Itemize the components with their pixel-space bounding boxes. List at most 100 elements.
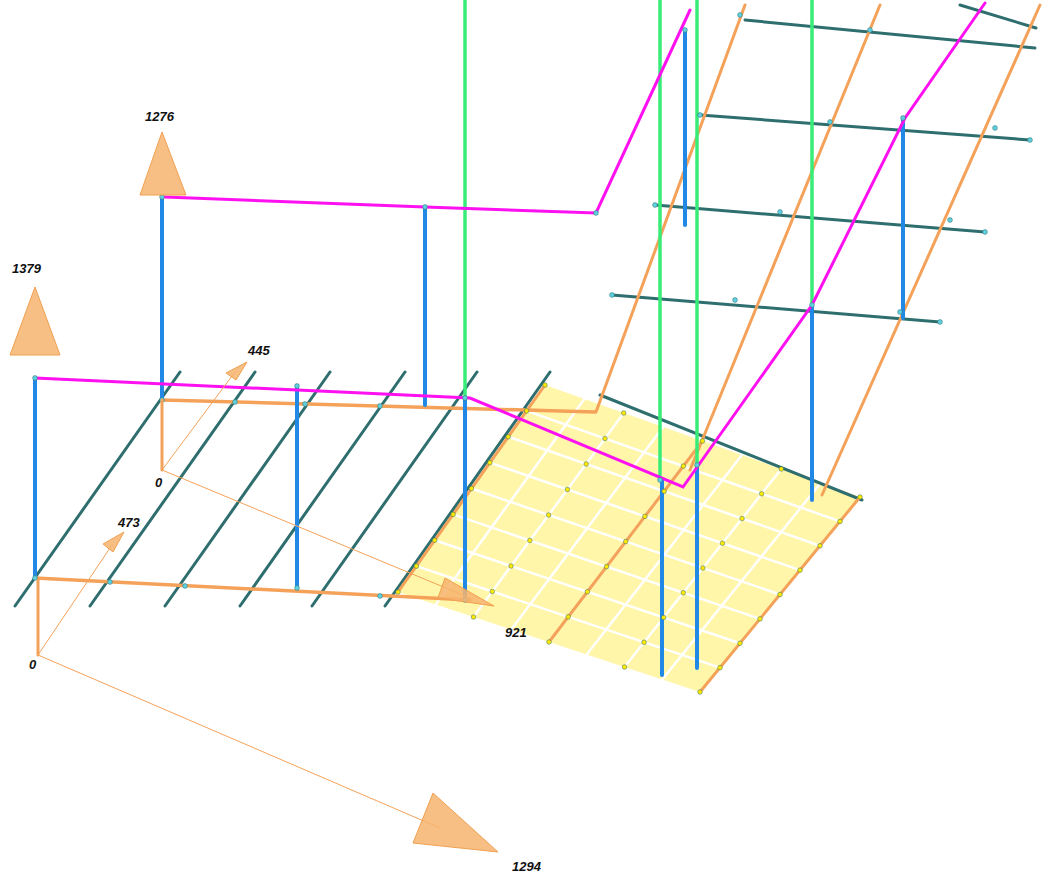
post [33,378,37,578]
longitudinal-beam [596,5,745,412]
joint-dot [108,580,113,585]
transverse-beam [655,205,985,232]
longitudinal-beam [700,497,860,692]
joint-dot [594,211,599,216]
value-label: 1276 [145,110,174,123]
plate-grid [625,469,782,667]
transverse-beam [745,20,1035,48]
joint-dot [622,665,627,670]
joint-dot [1028,138,1033,143]
joint-dot [898,310,903,315]
column [810,0,814,305]
joint-dot [488,460,493,465]
transverse-beam [15,372,180,606]
joint-dot [779,467,784,472]
joint-dot [547,640,552,645]
value-label: 0 [29,658,36,671]
plate-grid [435,540,740,643]
column [695,0,699,465]
slab-plate [398,385,860,692]
joint-dot [432,538,437,543]
joint-dot [396,590,401,595]
joint-dot [528,538,533,543]
post [295,386,299,588]
joint-dot [810,303,815,308]
plate-grid [490,463,800,571]
longitudinal-beam [690,5,880,470]
roof-edge [165,10,690,213]
column [463,0,467,398]
joint-dot [818,543,823,548]
axis-line [162,470,470,598]
joint-dot [758,617,763,622]
joint-dot [233,400,238,405]
post [423,207,427,405]
axis-line [38,545,112,655]
joint-dot [509,564,514,569]
joint-dot [183,584,188,589]
post [810,305,814,500]
joint-dot [423,205,428,210]
post [463,398,467,600]
joint-dot [565,487,570,492]
joint-dot [642,640,647,645]
axis-arrowhead [413,793,498,852]
joint-dot [543,383,548,388]
joint-dot [740,516,745,521]
joint-dot [938,320,943,325]
joint-dot [695,463,700,468]
plate-grid [474,413,624,617]
roof-edge [35,3,985,487]
axis-line [37,580,40,655]
joint-dot [451,512,456,517]
joint-dot [858,495,863,500]
joint-dot [623,539,628,544]
joint-dot [683,28,688,33]
joint-dot [738,641,743,646]
load-arrow [10,287,60,355]
value-label: 1379 [12,262,41,275]
joint-dot [738,13,743,18]
joint-dot [983,230,988,235]
joint-dot [546,513,551,518]
joint-dot [604,564,609,569]
axis-line [161,400,164,470]
joint-dot [610,293,615,298]
axis-arrowhead [103,532,124,552]
value-label: 921 [505,626,527,639]
joint-dot [295,586,300,591]
joint-dot [658,478,663,483]
joint-dot [901,116,906,121]
post [901,118,905,318]
joint-dot [868,28,873,33]
plate-grid [549,441,703,642]
joint-dot [948,218,953,223]
post [695,465,699,668]
joint-dot [584,462,589,467]
plate-grid [587,455,742,655]
joint-dot [701,566,706,571]
joint-dot [378,594,383,599]
joint-dot [585,589,590,594]
joint-dot [469,486,474,491]
joint-dot [759,491,764,496]
post [660,480,664,675]
joint-dot [681,464,686,469]
joint-dot [681,590,686,595]
joint-dot [778,592,783,597]
value-label: 1294 [512,860,541,873]
longitudinal-beam [549,441,703,642]
joint-dot [490,589,495,594]
load-arrow [140,132,186,195]
joint-dot [378,404,383,409]
value-label: 445 [248,344,270,357]
joint-dot [698,690,703,695]
joint-dot [463,396,468,401]
joint-dot [506,434,511,439]
transverse-beam [240,372,405,606]
joint-dot [603,436,608,441]
joint-dot [33,376,38,381]
joint-dot [524,409,529,414]
joint-dot [661,615,666,620]
joint-dot [303,402,308,407]
